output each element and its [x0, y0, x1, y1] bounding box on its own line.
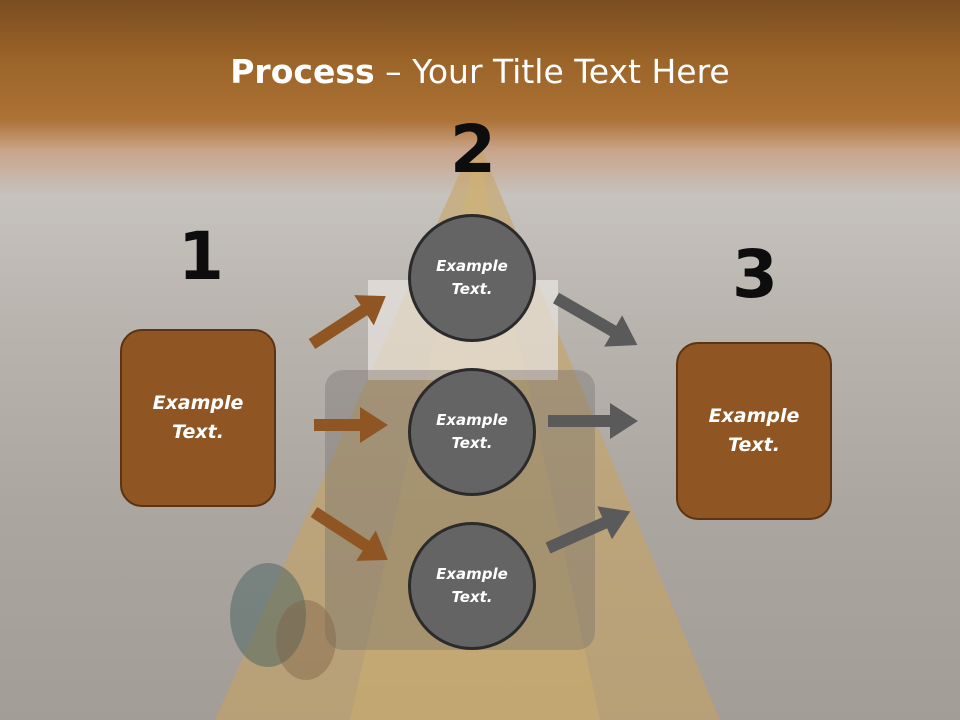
step-number-3: 3	[732, 236, 778, 313]
step-number-1: 1	[178, 218, 224, 295]
slide-title: Process – Your Title Text Here	[0, 52, 960, 91]
title-bold: Process	[230, 52, 375, 91]
arrow-to-top-circle	[308, 295, 386, 350]
circle-middle-line1: Example	[436, 411, 508, 429]
step-number-2: 2	[450, 111, 496, 188]
circle-top-line1: Example	[436, 257, 508, 275]
arrow-to-bottom-circle	[310, 506, 388, 561]
right-box-line1: Example	[708, 405, 800, 427]
circle-bottom-line1: Example	[436, 565, 508, 583]
circle-top-line2: Text.	[451, 280, 493, 298]
title-rest: – Your Title Text Here	[374, 52, 730, 91]
left-box-line2: Text.	[172, 421, 224, 443]
arrow-top-circle-to-box	[553, 292, 638, 347]
circle-bottom-line2: Text.	[451, 588, 493, 606]
arrow-middle-circle-to-box	[548, 403, 638, 439]
arrow-to-middle-circle	[314, 407, 388, 443]
arrow-bottom-circle-to-box	[545, 506, 631, 554]
circle-middle-line2: Text.	[451, 434, 493, 452]
right-box-line2: Text.	[728, 434, 780, 456]
left-box-line1: Example	[152, 392, 244, 414]
